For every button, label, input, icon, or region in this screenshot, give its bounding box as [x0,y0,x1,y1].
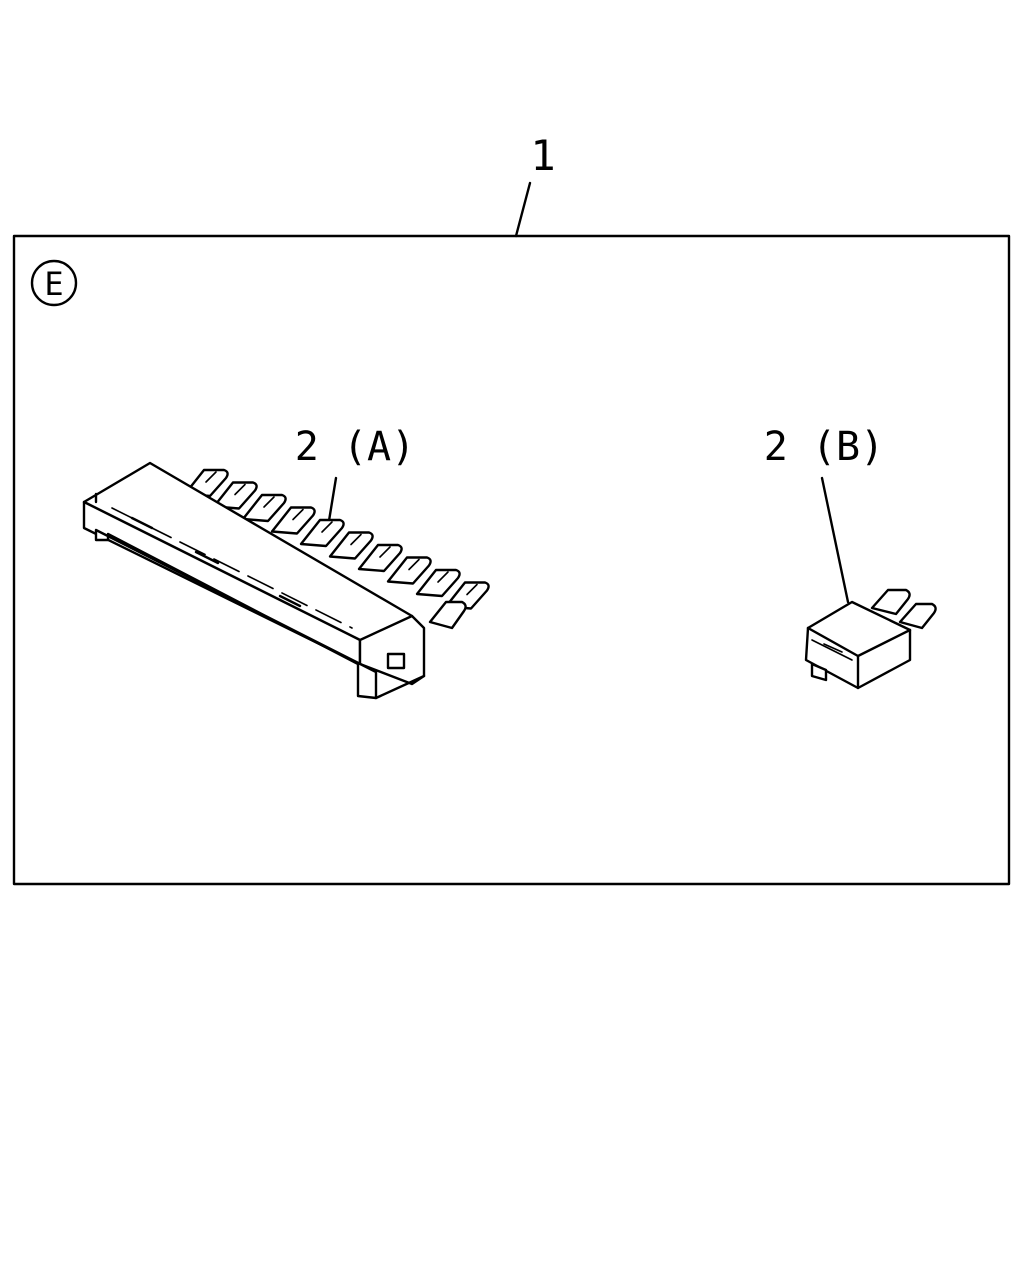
connector-b-drawing [804,588,937,690]
callout-connector-b: 2 (B) [764,424,884,470]
callout-connector-a: 2 (A) [295,424,415,470]
callout-assembly-number: 1 [530,131,555,180]
leader-line-connector-b [820,476,850,604]
connector-b-body [804,600,912,690]
leader-line-assembly [514,181,532,238]
connector-a-drawing [82,461,490,700]
connector-b-base-tab [810,662,828,682]
section-letter: E [44,265,63,303]
connector-a-terminals [183,468,490,630]
connector-b-terminal-1 [870,588,911,616]
section-frame [12,234,1011,886]
section-circle-icon [30,259,78,307]
connector-a-latch [386,652,406,670]
section-marker: E [30,259,78,307]
connector-b-terminal-2 [898,602,937,630]
